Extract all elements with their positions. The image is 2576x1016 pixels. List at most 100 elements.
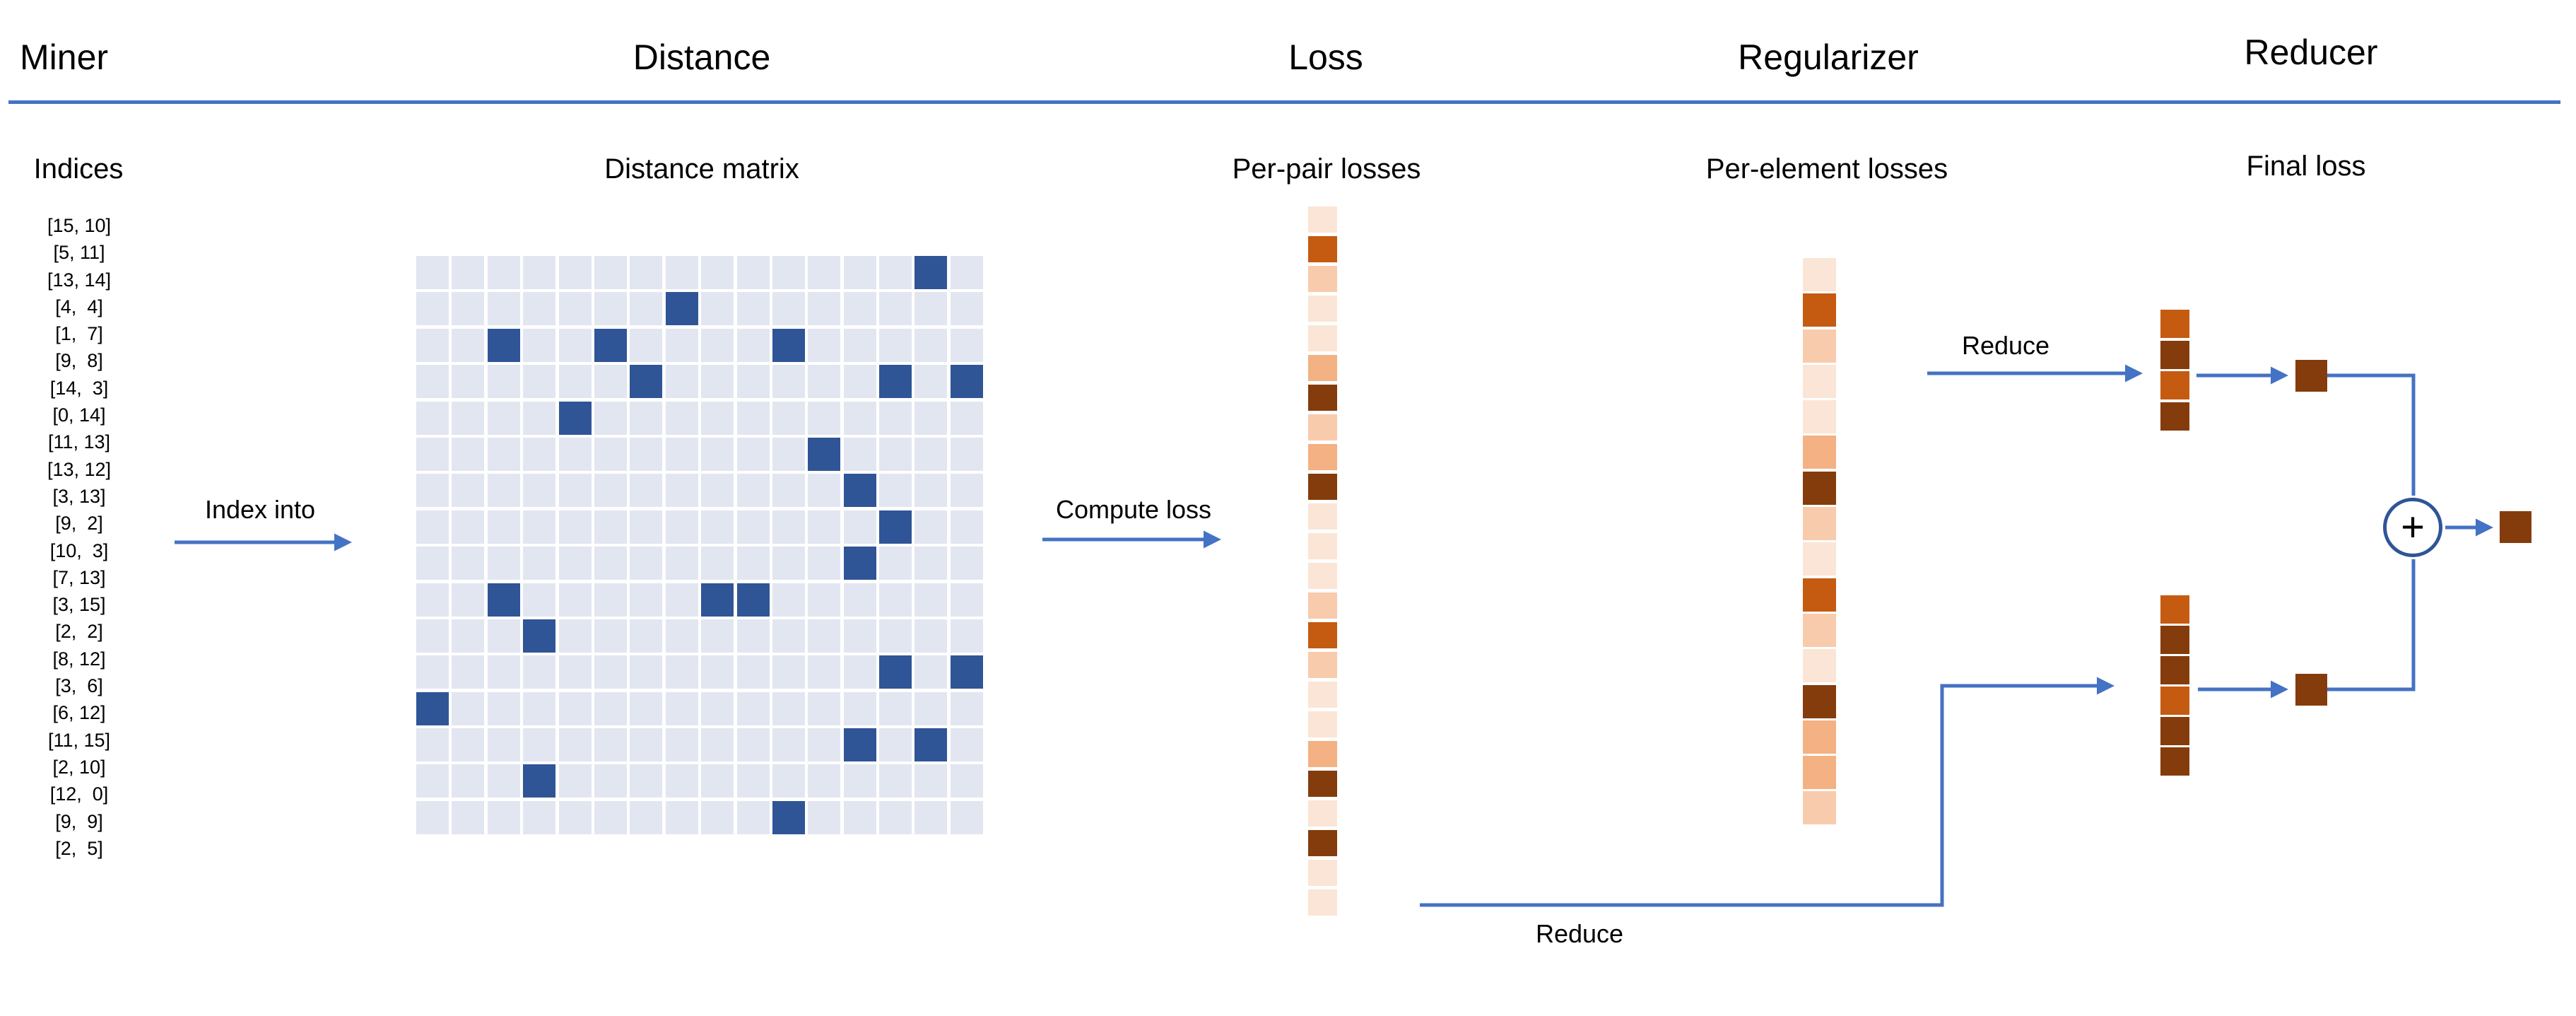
per-pair-loss-cell xyxy=(1308,652,1337,678)
matrix-cell xyxy=(558,292,592,326)
matrix-cell xyxy=(558,328,592,362)
matrix-cell xyxy=(772,655,805,689)
matrix-cell xyxy=(914,510,948,544)
matrix-cell xyxy=(808,510,841,544)
matrix-cell-selected xyxy=(772,328,805,362)
per-pair-loss-cell xyxy=(1308,533,1337,559)
matrix-cell xyxy=(523,292,556,326)
per-pair-loss-cell xyxy=(1308,355,1337,381)
matrix-cell xyxy=(808,547,841,580)
matrix-cell xyxy=(772,547,805,580)
matrix-cell xyxy=(630,328,663,362)
matrix-cell xyxy=(452,401,485,435)
matrix-cell xyxy=(523,583,556,617)
matrix-cell xyxy=(523,691,556,725)
matrix-cell xyxy=(665,474,698,508)
label-indices: Indices xyxy=(33,153,124,185)
index-pair: [9, 8] xyxy=(55,350,103,372)
matrix-cell xyxy=(879,474,912,508)
matrix-cell xyxy=(736,547,770,580)
matrix-cell xyxy=(701,365,734,399)
matrix-cell xyxy=(772,401,805,435)
matrix-cell xyxy=(487,474,520,508)
matrix-cell xyxy=(487,256,520,289)
per-element-loss-cell xyxy=(1803,436,1836,469)
matrix-cell xyxy=(701,510,734,544)
matrix-cell-selected xyxy=(914,256,948,289)
matrix-cell xyxy=(452,728,485,762)
reduced-loss-cell xyxy=(2160,340,2189,369)
matrix-cell xyxy=(914,583,948,617)
per-element-loss-cell xyxy=(1803,471,1836,505)
per-pair-loss-cell xyxy=(1308,414,1337,440)
matrix-cell xyxy=(665,547,698,580)
matrix-cell xyxy=(808,365,841,399)
matrix-cell xyxy=(772,583,805,617)
matrix-cell xyxy=(736,728,770,762)
matrix-cell xyxy=(594,474,627,508)
matrix-cell xyxy=(416,365,449,399)
matrix-cell xyxy=(772,292,805,326)
matrix-cell xyxy=(594,292,627,326)
matrix-cell xyxy=(630,691,663,725)
matrix-cell xyxy=(665,728,698,762)
index-pair: [13, 14] xyxy=(47,269,112,291)
matrix-cell xyxy=(594,510,627,544)
matrix-cell xyxy=(523,256,556,289)
per-pair-loss-cell xyxy=(1308,830,1337,856)
matrix-cell xyxy=(701,292,734,326)
index-pair: [6, 12] xyxy=(52,702,106,724)
compute-loss-label: Compute loss xyxy=(1055,495,1212,524)
matrix-cell xyxy=(950,474,983,508)
matrix-cell xyxy=(950,619,983,653)
matrix-cell-selected xyxy=(808,437,841,471)
matrix-cell xyxy=(416,474,449,508)
per-pair-loss-cell xyxy=(1308,682,1337,708)
matrix-cell xyxy=(558,655,592,689)
per-element-loss-cell xyxy=(1803,258,1836,291)
per-pair-loss-cell xyxy=(1308,889,1337,916)
matrix-cell xyxy=(808,691,841,725)
matrix-cell xyxy=(558,800,592,834)
matrix-cell xyxy=(736,328,770,362)
matrix-cell xyxy=(701,256,734,289)
matrix-cell xyxy=(736,764,770,798)
indices-list: [15, 10][5, 11][13, 14][4, 4][1, 7][9, 8… xyxy=(47,212,111,862)
matrix-cell xyxy=(452,619,485,653)
matrix-cell xyxy=(630,256,663,289)
matrix-cell xyxy=(523,437,556,471)
per-element-loss-cell xyxy=(1803,791,1836,825)
matrix-cell xyxy=(808,655,841,689)
matrix-cell xyxy=(630,583,663,617)
matrix-cell xyxy=(736,655,770,689)
upper-cell-to-sum-connector xyxy=(2327,373,2416,496)
matrix-cell xyxy=(487,691,520,725)
matrix-cell xyxy=(701,655,734,689)
matrix-cell-selected xyxy=(879,365,912,399)
matrix-cell xyxy=(808,328,841,362)
matrix-cell xyxy=(665,328,698,362)
matrix-cell xyxy=(558,547,592,580)
matrix-cell xyxy=(950,691,983,725)
matrix-cell xyxy=(594,256,627,289)
per-pair-loss-cell xyxy=(1308,592,1337,619)
matrix-cell xyxy=(772,256,805,289)
index-pair: [2, 10] xyxy=(52,756,106,778)
sum-node: + xyxy=(2383,498,2442,557)
per-element-loss-cell xyxy=(1803,364,1836,398)
matrix-cell xyxy=(879,292,912,326)
matrix-cell xyxy=(665,510,698,544)
matrix-cell-selected xyxy=(558,401,592,435)
per-pair-loss-cell xyxy=(1308,563,1337,589)
stage-header-reducer: Reducer xyxy=(2244,33,2378,72)
per-pair-loss-cell xyxy=(1308,771,1337,797)
matrix-cell xyxy=(736,437,770,471)
matrix-cell xyxy=(843,365,876,399)
matrix-cell xyxy=(558,583,592,617)
matrix-cell xyxy=(594,728,627,762)
matrix-cell xyxy=(701,728,734,762)
matrix-cell xyxy=(487,728,520,762)
matrix-cell xyxy=(487,764,520,798)
matrix-cell xyxy=(950,256,983,289)
